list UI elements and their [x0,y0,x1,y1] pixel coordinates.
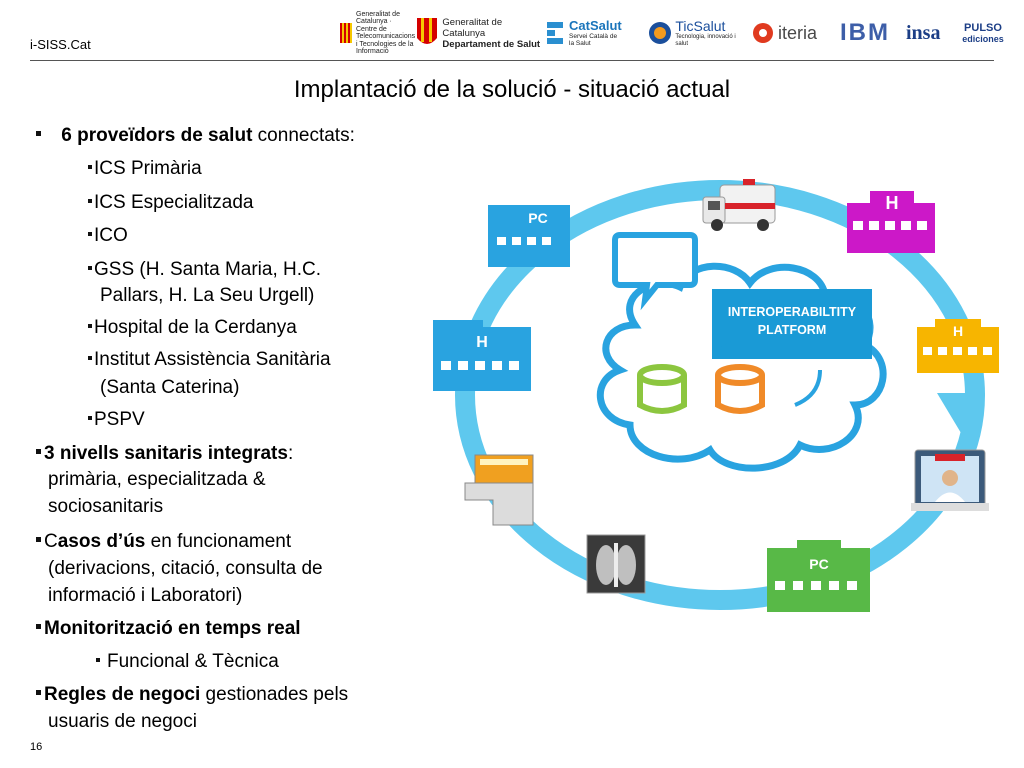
list-item: Funcional & Tècnica [96,650,279,673]
page-number: 16 [30,741,43,753]
ambulance-icon [702,179,776,231]
doctor-screen-icon [911,449,989,511]
platform-label-line2: PLATFORM [758,323,827,337]
list-item: ICO [88,224,128,247]
primary-care-building-icon: PC [488,205,570,267]
generalitat-ctti-logo: Generalitat de Catalunya · Centre de Tel… [340,8,415,58]
globe-icon [649,22,671,44]
list-item-continuation: primària, especialitzada & [48,469,266,490]
bullet-icon [88,355,92,360]
list-item-continuation: (derivacions, citació, consulta de [48,558,323,579]
bullet-icon [88,231,92,236]
bullet-icon [36,131,41,137]
svg-text:H: H [886,193,899,213]
bullet-icon [36,449,41,455]
bullet-icon [88,415,92,420]
bullet-icon [88,198,92,203]
bullet-icon [88,164,92,169]
list-item: ICS Especialitzada [88,191,253,214]
bullet-icon [88,265,92,270]
bullet-icon [36,690,41,696]
list-item-continuation: informació i Laboratori) [48,585,243,606]
bullet-icon [88,323,92,328]
hospital-building-icon: H [433,320,531,391]
interoperability-platform-box: INTEROPERABILTITY PLATFORM [712,289,872,359]
list-item-continuation: usuaris de negoci [48,711,197,732]
list-item: Institut Assistència Sanitària [88,348,331,371]
list-item: Monitorització en temps real [36,617,301,640]
insa-logo: insa [906,21,941,44]
catsalut-logo: CatSalut Servei Català de la Salut [545,8,645,58]
header-label: i-SISS.Cat [30,37,91,52]
list-item-continuation: Pallars, H. La Seu Urgell) [100,285,315,306]
pulso-logo: PULSO ediciones [962,22,1004,44]
primary-care-building-icon: PC [767,540,870,612]
list-item: Casos d’ús en funcionament [36,530,291,553]
iteria-mark-icon [753,23,773,43]
list-item-continuation: sociosanitaris [48,496,164,517]
database-icon [637,364,687,414]
svg-text:H: H [476,334,488,351]
list-item: Regles de negoci gestionades pels [36,683,348,706]
ibm-logo: IBM [840,19,890,46]
speech-bubble-icon [612,232,698,311]
page-title: Implantació de la solució - situació act… [293,76,731,103]
hospital-building-icon: H [847,191,935,253]
list-item-continuation: (Santa Caterina) [100,377,240,398]
header-divider [30,60,994,61]
bullet-icon [36,537,41,543]
list-item: Hospital de la Cerdanya [88,316,297,339]
generalitat-shield-icon [417,18,437,44]
generalitat-shield-icon [340,23,352,43]
generalitat-salut-logo: Generalitat de Catalunya Departament de … [415,8,545,58]
platform-label-line1: INTEROPERABILTITY [728,305,857,319]
chest-xray-icon [586,534,646,594]
list-item: 6 proveïdors de salut connectats: [36,124,355,147]
platform-arrow-icon [794,369,822,407]
catsalut-mark-icon [547,22,563,44]
hospital-building-icon: H [917,319,999,373]
iteria-logo: iteria [752,8,832,58]
svg-text:PC: PC [528,210,547,226]
ticsalut-logo: TicSalut Tecnologia, innovació i salut [648,8,748,58]
xray-machine-icon [464,454,534,526]
list-item: GSS (H. Santa Maria, H.C. [88,258,321,281]
bullet-icon [96,657,100,662]
list-item: PSPV [88,408,145,431]
partner-logos: Generalitat de Catalunya · Centre de Tel… [340,8,1005,58]
svg-text:PC: PC [809,556,828,572]
ring-arrow-icon [937,393,985,433]
list-item: 3 nivells sanitaris integrats: [36,442,293,465]
list-item: ICS Primària [88,157,202,180]
interoperability-diagram: INTEROPERABILTITY PLATFORM PC H H [433,179,999,612]
svg-text:H: H [953,323,963,339]
database-icon [715,364,765,414]
bullet-icon [36,624,41,630]
